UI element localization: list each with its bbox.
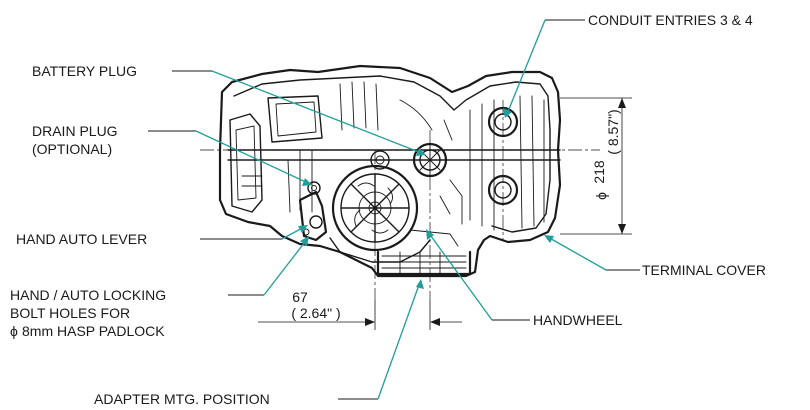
terminal-cover-label: TERMINAL COVER [642,262,766,278]
drain-plug-label-line2: (OPTIONAL) [32,141,112,157]
height-imperial-label: ( 8.57") [605,109,621,154]
center-lines [200,100,600,300]
callout-terminal-cover: TERMINAL COVER [544,235,766,278]
callout-handwheel: HANDWHEEL [426,229,623,328]
handwheel-label: HANDWHEEL [533,312,623,328]
offset-imperial-label: ( 2.64" ) [291,305,340,321]
callout-locking-holes: HAND / AUTO LOCKING BOLT HOLES FOR ϕ 8mm… [10,236,309,339]
height-metric-label: 218 [591,160,607,184]
actuator-body [218,64,562,278]
battery-plug-label: BATTERY PLUG [32,63,137,79]
adapter-position-label: ADAPTER MTG. POSITION [94,391,270,407]
dimension-offset: 67 ( 2.64" ) [258,289,462,330]
offset-metric-label: 67 [292,289,308,305]
hand-auto-lever-label: HAND AUTO LEVER [16,231,147,247]
padlock-diameter-symbol: ϕ [10,323,18,339]
callout-adapter-position: ADAPTER MTG. POSITION [94,279,424,407]
dimension-height: 218 ( 8.57") ϕ [560,97,632,235]
drain-plug-label-line1: DRAIN PLUG [32,123,118,139]
locking-label-line2: BOLT HOLES FOR [10,305,130,321]
diameter-symbol: ϕ [593,192,609,200]
callout-hand-auto-lever: HAND AUTO LEVER [16,225,308,247]
conduit-entries-label: CONDUIT ENTRIES 3 & 4 [588,12,753,28]
callout-conduit-entries: CONDUIT ENTRIES 3 & 4 [503,12,753,118]
callout-battery-plug: BATTERY PLUG [32,63,426,156]
locking-label-line3: 8mm HASP PADLOCK [22,323,165,339]
locking-label-line1: HAND / AUTO LOCKING [10,287,166,303]
callout-drain-plug: DRAIN PLUG (OPTIONAL) [32,123,312,186]
